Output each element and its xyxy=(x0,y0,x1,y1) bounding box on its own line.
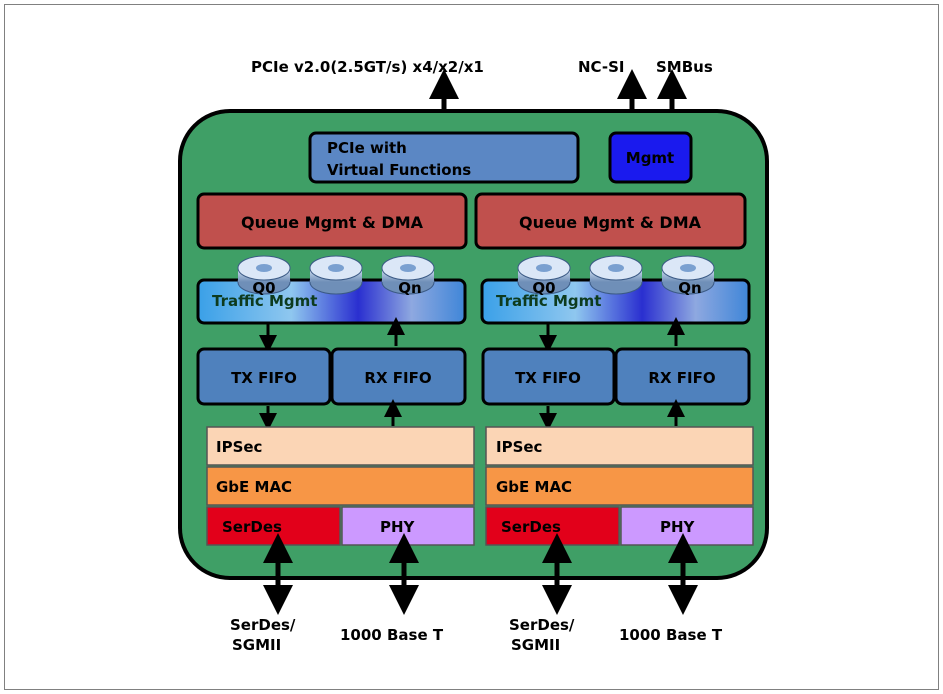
ipsec-label: IPSec xyxy=(496,438,542,456)
tx-fifo-block xyxy=(481,347,616,406)
queue-disk-icon xyxy=(309,255,363,295)
ipsec-block xyxy=(206,426,475,466)
queue-q0-label: Q0 xyxy=(532,279,555,297)
port-1: Queue Mgmt & DMA Traffic Mgmt xyxy=(474,192,754,654)
ncsi-label: NC-SI xyxy=(578,58,625,76)
traffic-mgmt-label: Traffic Mgmt xyxy=(212,292,317,310)
queue-mgmt-label: Queue Mgmt & DMA xyxy=(241,213,424,232)
image-frame xyxy=(4,4,939,690)
rx-fifo-label: RX FIFO xyxy=(648,369,715,387)
ipsec-block xyxy=(485,426,754,466)
queue-mgmt-block xyxy=(474,192,747,250)
queue-disk-icon xyxy=(517,255,571,295)
base-t-label: 1000 Base T xyxy=(340,626,444,644)
pcie-vf-block xyxy=(308,131,580,184)
gbe-mac-block xyxy=(206,466,475,506)
serdes-label: SerDes xyxy=(222,518,282,536)
mgmt-block xyxy=(608,131,693,184)
gbe-mac-block xyxy=(485,466,754,506)
serdes-sgmii-label-2: SGMII xyxy=(511,636,560,654)
phy-label: PHY xyxy=(380,518,416,536)
queue-disk-icon xyxy=(589,255,643,295)
port-0: Queue Mgmt & DMA Traffic Mgmt xyxy=(196,192,475,654)
traffic-mgmt-label: Traffic Mgmt xyxy=(496,292,601,310)
serdes-label: SerDes xyxy=(501,518,561,536)
serdes-sgmii-label-1: SerDes/ xyxy=(230,616,296,634)
queue-mgmt-block xyxy=(196,192,468,250)
queue-mgmt-label: Queue Mgmt & DMA xyxy=(519,213,702,232)
queue-disk-icon xyxy=(381,255,435,295)
gbe-mac-label: GbE MAC xyxy=(216,478,292,496)
base-t-label: 1000 Base T xyxy=(619,626,723,644)
serdes-sgmii-label-2: SGMII xyxy=(232,636,281,654)
pcie-vf-label-1: PCIe with xyxy=(327,139,407,157)
queue-disk-icon xyxy=(237,255,291,295)
ipsec-label: IPSec xyxy=(216,438,262,456)
pcie-vf-label-2: Virtual Functions xyxy=(327,161,471,179)
queue-qn-label: Qn xyxy=(678,279,701,297)
smbus-label: SMBus xyxy=(656,58,713,76)
tx-fifo-label: TX FIFO xyxy=(231,369,297,387)
pcie-interface-label: PCIe v2.0(2.5GT/s) x4/x2/x1 xyxy=(251,58,484,76)
tx-fifo-label: TX FIFO xyxy=(515,369,581,387)
tx-fifo-block xyxy=(196,347,332,406)
queue-qn-label: Qn xyxy=(398,279,421,297)
mgmt-label: Mgmt xyxy=(626,149,674,167)
serdes-sgmii-label-1: SerDes/ xyxy=(509,616,575,634)
gbe-mac-label: GbE MAC xyxy=(496,478,572,496)
phy-label: PHY xyxy=(660,518,696,536)
rx-fifo-label: RX FIFO xyxy=(364,369,431,387)
queue-disk-icon xyxy=(661,255,715,295)
queue-q0-label: Q0 xyxy=(252,279,275,297)
